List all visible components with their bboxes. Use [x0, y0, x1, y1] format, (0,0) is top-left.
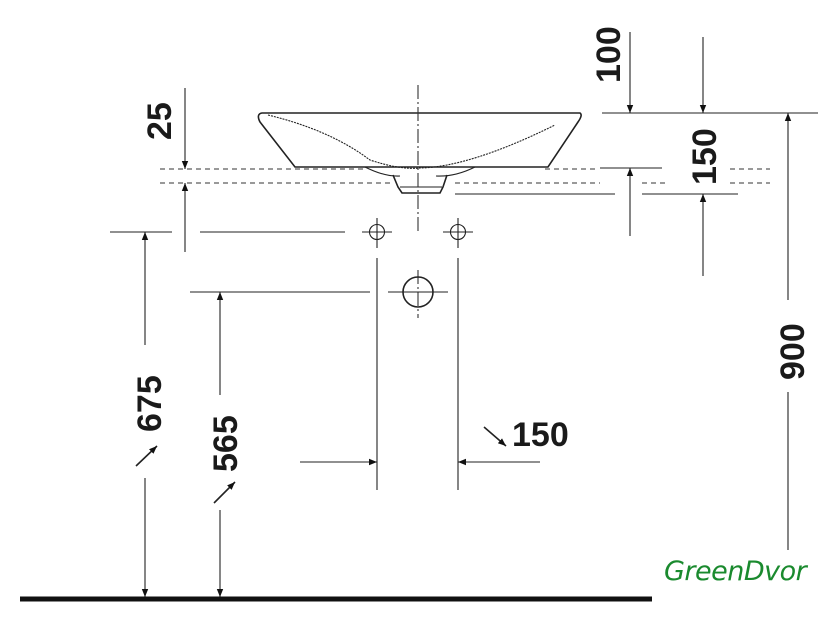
dimension-label-150-horizontal: 150 [512, 416, 569, 454]
dimension-label-100: 100 [590, 26, 628, 83]
dimension-25: 25 [141, 88, 189, 252]
level-lines [160, 112, 818, 195]
dimension-label-150: 150 [686, 128, 724, 185]
dimension-label-675: 675 [131, 375, 169, 432]
dimension-label-25: 25 [141, 102, 179, 140]
supply-hole-left [362, 218, 392, 248]
basin-outline [257, 112, 582, 194]
greendvor-logo: GreenDvor [664, 556, 807, 587]
dimension-565: 565 [207, 292, 245, 597]
waste-hole [388, 276, 448, 308]
logo-green: Green [664, 556, 744, 587]
supply-hole-right [443, 218, 473, 248]
dimension-label-900: 900 [774, 323, 812, 380]
dimension-150-vertical: 150 [626, 128, 724, 276]
dimension-label-565: 565 [207, 415, 245, 472]
dimension-900: 900 [774, 113, 812, 550]
dimension-675: 675 [131, 232, 169, 597]
dimension-150-horizontal: 150 [300, 416, 569, 466]
logo-dvor: Dvor [743, 556, 807, 587]
dimension-100: 100 [590, 26, 707, 113]
